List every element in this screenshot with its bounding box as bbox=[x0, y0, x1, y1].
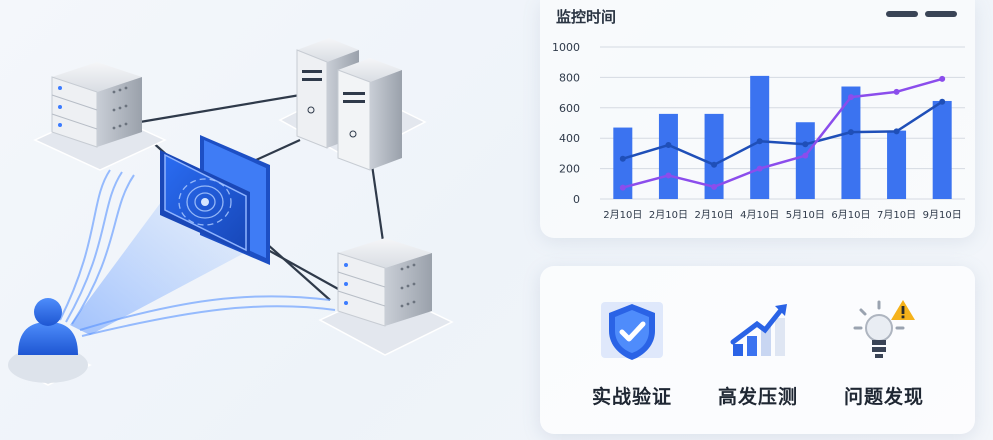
monitoring-chart-card: 监控时间 0 200 400 600 800 1000 2月10日 2月10日 2月10日 4月1… bbox=[540, 0, 975, 238]
x-tick-label: 4月10日 bbox=[740, 209, 779, 221]
line-point bbox=[893, 128, 900, 135]
growth-arrow-icon bbox=[730, 304, 787, 356]
y-tick-label: 600 bbox=[559, 102, 580, 115]
shield-check-icon bbox=[601, 302, 663, 360]
line-point bbox=[847, 94, 854, 101]
y-tick-label: 200 bbox=[559, 163, 580, 176]
bar bbox=[841, 86, 861, 199]
line-point bbox=[802, 152, 809, 159]
y-tick-label: 0 bbox=[573, 193, 580, 206]
network-illustration bbox=[8, 38, 454, 386]
line-point bbox=[756, 138, 763, 145]
x-tick-label: 9月10日 bbox=[923, 209, 962, 221]
y-tick-label: 1000 bbox=[552, 41, 580, 54]
bar bbox=[613, 127, 633, 199]
bar bbox=[750, 75, 770, 199]
bar bbox=[887, 130, 907, 199]
server-stack-left bbox=[51, 62, 142, 148]
bar bbox=[932, 100, 952, 199]
line-point bbox=[711, 161, 718, 168]
chart-title: 监控时间 bbox=[556, 8, 617, 26]
line-point bbox=[939, 75, 946, 82]
feature-item: 高发压测 bbox=[698, 296, 818, 409]
line-point bbox=[665, 172, 672, 179]
feature-item: 实战验证 bbox=[572, 296, 692, 409]
line-point bbox=[711, 183, 718, 190]
bar-line-chart: 0 200 400 600 800 1000 2月10日 2月10日 2月10日 4月10日 5月1… bbox=[552, 41, 965, 221]
x-tick-label: 5月10日 bbox=[786, 209, 825, 221]
series-line bbox=[622, 100, 943, 167]
bar bbox=[658, 113, 678, 199]
user-avatar-icon bbox=[8, 298, 88, 383]
server-stack-right bbox=[337, 238, 432, 327]
x-tick-label: 7月10日 bbox=[877, 209, 916, 221]
x-tick-label: 2月10日 bbox=[695, 209, 734, 221]
line-point bbox=[756, 165, 763, 172]
lightbulb-warning-icon bbox=[853, 300, 915, 358]
feature-label: 实战验证 bbox=[591, 386, 672, 408]
feature-label: 高发压测 bbox=[717, 386, 798, 408]
line-point bbox=[665, 142, 672, 149]
y-tick-label: 400 bbox=[559, 132, 580, 145]
series-line bbox=[622, 77, 943, 189]
menu-dash-icon[interactable] bbox=[886, 11, 918, 17]
x-tick-label: 2月10日 bbox=[603, 209, 642, 221]
line-point bbox=[619, 155, 626, 162]
line-point bbox=[847, 129, 854, 136]
x-tick-label: 2月10日 bbox=[649, 209, 688, 221]
line-point bbox=[893, 88, 900, 95]
features-card: 实战验证 高发压测 问题发现 bbox=[540, 266, 975, 434]
bar bbox=[795, 122, 815, 199]
bar bbox=[704, 113, 724, 199]
tower-servers bbox=[296, 38, 402, 171]
y-tick-label: 800 bbox=[559, 71, 580, 84]
menu-dash-icon[interactable] bbox=[925, 11, 957, 17]
line-point bbox=[802, 141, 809, 148]
feature-label: 问题发现 bbox=[843, 386, 924, 408]
monitor-panels bbox=[160, 135, 270, 265]
x-tick-label: 6月10日 bbox=[831, 209, 870, 221]
line-point bbox=[619, 184, 626, 191]
line-point bbox=[939, 98, 946, 105]
feature-item: 问题发现 bbox=[824, 296, 944, 409]
